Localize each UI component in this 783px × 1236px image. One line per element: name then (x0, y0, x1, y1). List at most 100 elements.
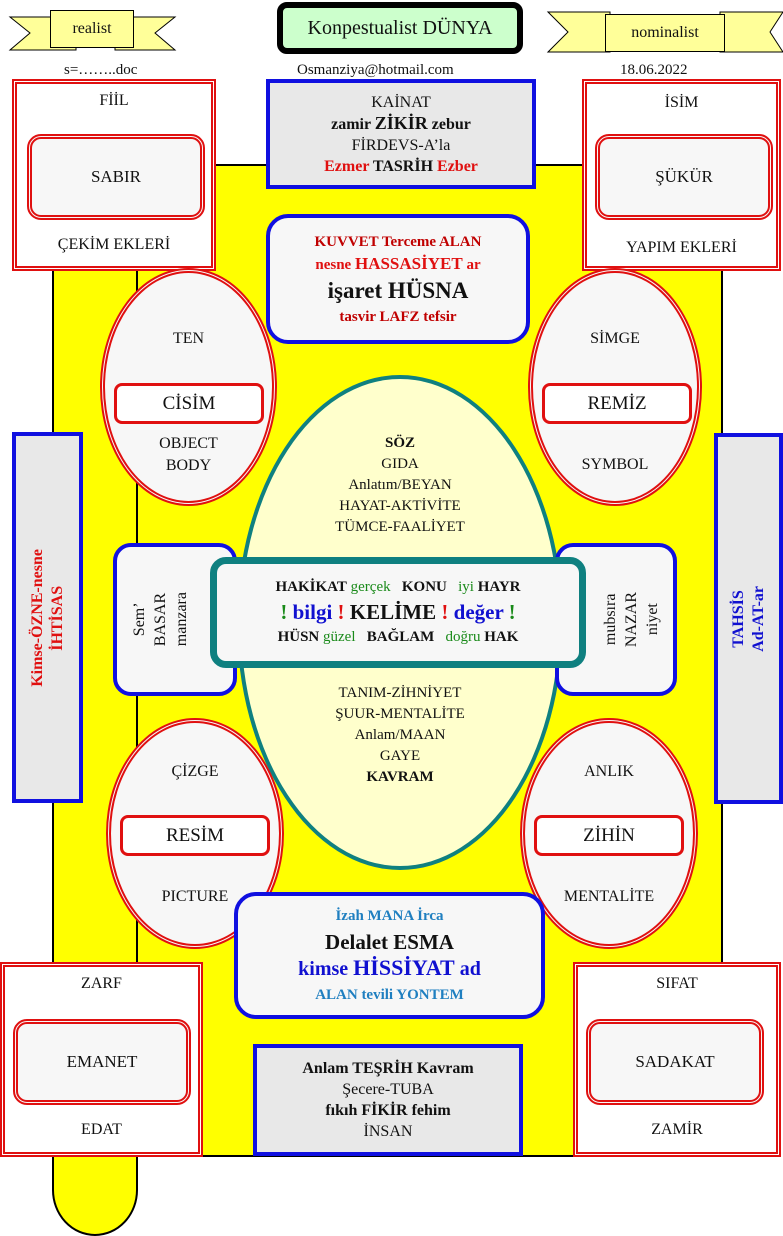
fiil-box: FİİL SABIR ÇEKİM EKLERİ (12, 79, 216, 271)
text: ad (454, 958, 481, 980)
title-box: Konpestualist DÜNYA (277, 2, 523, 54)
cisim-label: CİSİM (162, 392, 216, 414)
ad-at-ar: Ad-AT-ar (749, 585, 767, 652)
text: zebur (427, 115, 471, 133)
text: güzel (323, 629, 356, 645)
text: nesne (315, 256, 355, 273)
email: Osmanziya@hotmail.com (297, 62, 454, 78)
text: HİSSİYAT (353, 955, 455, 980)
gida: GIDA (381, 456, 419, 472)
date: 18.06.2022 (620, 62, 688, 78)
text: Ezber (433, 157, 478, 175)
yapim-ekleri-label: YAPIM EKLERİ (626, 239, 737, 256)
basar: BASAR (151, 592, 169, 647)
mubsira: mubsıra (601, 593, 619, 646)
ihtisas: İHTİSAS (48, 585, 66, 650)
sem: Sem’ (130, 602, 148, 637)
zarf-label: ZARF (81, 975, 122, 992)
secere-line: Şecere-TUBA (342, 1081, 434, 1098)
tasrih-line: Ezmer TASRİH Ezber (324, 156, 478, 177)
sifat-label: SIFAT (656, 975, 698, 992)
page-title: Konpestualist DÜNYA (307, 16, 493, 39)
text: iyi (458, 579, 474, 595)
nominalist-label: nominalist (631, 24, 699, 41)
core-box: HAKİKAT gerçek KONU iyi HAYR ! bilgi ! K… (210, 557, 586, 668)
text: HÜSN (277, 629, 320, 645)
text: değer (453, 600, 504, 624)
zamir-label: ZAMİR (651, 1121, 703, 1138)
symbol-label: SYMBOL (581, 456, 649, 473)
kuvvet-line: KUVVET Terceme ALAN (314, 233, 482, 250)
text: ar (462, 256, 481, 273)
husna-line: işaret HÜSNA (327, 277, 469, 303)
text: zamir (331, 115, 375, 133)
sabir-label: SABIR (90, 167, 142, 186)
text: bilgi (292, 600, 333, 624)
niyet: niyet (643, 603, 661, 636)
tanim: TANIM-ZİHNİYET (338, 685, 462, 701)
isim-label: İSİM (664, 94, 699, 111)
nazar: NAZAR (622, 591, 640, 648)
core-row-1: HAKİKAT gerçek KONU iyi HAYR (275, 575, 520, 600)
tanim-list: TANIM-ZİHNİYET ŞUUR-MENTALİTE Anlam/MAAN… (300, 683, 500, 788)
sabir-box: SABIR (27, 134, 205, 220)
simge-label: SİMGE (590, 330, 640, 347)
anlam-box: Anlam TEŞRİH Kavram Şecere-TUBA fıkıh Fİ… (253, 1044, 523, 1156)
realist-label: realist (72, 20, 112, 37)
core-row-3: HÜSN güzel BAĞLAM doğru HAK (278, 625, 519, 650)
file-name: s=……..doc (64, 62, 138, 78)
text: BAĞLAM (366, 629, 435, 645)
firdevs-line: FİRDEVS-A’la (351, 136, 451, 154)
delalet-line: Delalet ESMA (325, 930, 454, 954)
text: HAYR (477, 579, 521, 595)
text: ! (508, 600, 516, 624)
text: KELİME (349, 600, 437, 624)
anlatim: Anlatım/BEYAN (348, 477, 452, 493)
nominalist-banner: nominalist (605, 14, 725, 52)
izah-line: İzah MANA İrca (335, 908, 444, 924)
insan-line: İNSAN (363, 1123, 413, 1140)
core-row-2: ! bilgi ! KELİME ! değer ! (280, 600, 515, 625)
sifat-box: SIFAT SADAKAT ZAMİR (573, 962, 781, 1157)
zihin-box: ZİHİN (534, 815, 684, 856)
text: HAK (484, 629, 519, 645)
izah-box: İzah MANA İrca Delalet ESMA kimse HİSSİY… (234, 892, 545, 1019)
cekim-ekleri-label: ÇEKİM EKLERİ (57, 236, 171, 253)
suur: ŞUUR-MENTALİTE (335, 706, 465, 722)
fikir-line: fıkıh FİKİR fehim (325, 1102, 451, 1119)
text: gerçek (350, 579, 391, 595)
remiz-box: REMİZ (542, 383, 692, 424)
sukur-box: ŞÜKÜR (595, 134, 773, 220)
text: kimse (298, 958, 354, 980)
manzara: manzara (172, 592, 190, 647)
hissiyat-line: kimse HİSSİYAT ad (298, 955, 481, 982)
kavram: KAVRAM (366, 769, 434, 785)
fiil-label: FİİL (99, 92, 129, 109)
soz-list: SÖZ GIDA Anlatım/BEYAN HAYAT-AKTİVİTE TÜ… (300, 433, 500, 538)
lafz-line: tasvir LAFZ tefsir (339, 308, 457, 325)
anlam-maan: Anlam/MAAN (354, 727, 446, 743)
text: doğru (445, 629, 481, 645)
emanet-label: EMANET (66, 1052, 138, 1071)
cisim-box: CİSİM (114, 383, 264, 424)
soz: SÖZ (384, 435, 415, 451)
sukur-label: ŞÜKÜR (655, 167, 713, 186)
realist-banner: realist (50, 10, 134, 48)
ten-label: TEN (172, 330, 205, 347)
hayat: HAYAT-AKTİVİTE (339, 498, 461, 514)
kimse-ozne: Kimse-ÖZNE-nesne (28, 548, 46, 687)
resim-box: RESİM (120, 815, 270, 856)
simge-ellipse: SİMGE REMİZ SYMBOL (528, 268, 702, 506)
isim-box: İSİM ŞÜKÜR YAPIM EKLERİ (582, 79, 781, 271)
text: ! (337, 600, 345, 624)
text: TASRİH (372, 157, 434, 175)
remiz-label: REMİZ (587, 392, 647, 414)
sadakat-box: SADAKAT (586, 1019, 764, 1105)
text: HASSASİYET (354, 253, 463, 273)
tumce: TÜMCE-FAALİYET (335, 519, 465, 535)
picture-label: PICTURE (161, 888, 229, 905)
